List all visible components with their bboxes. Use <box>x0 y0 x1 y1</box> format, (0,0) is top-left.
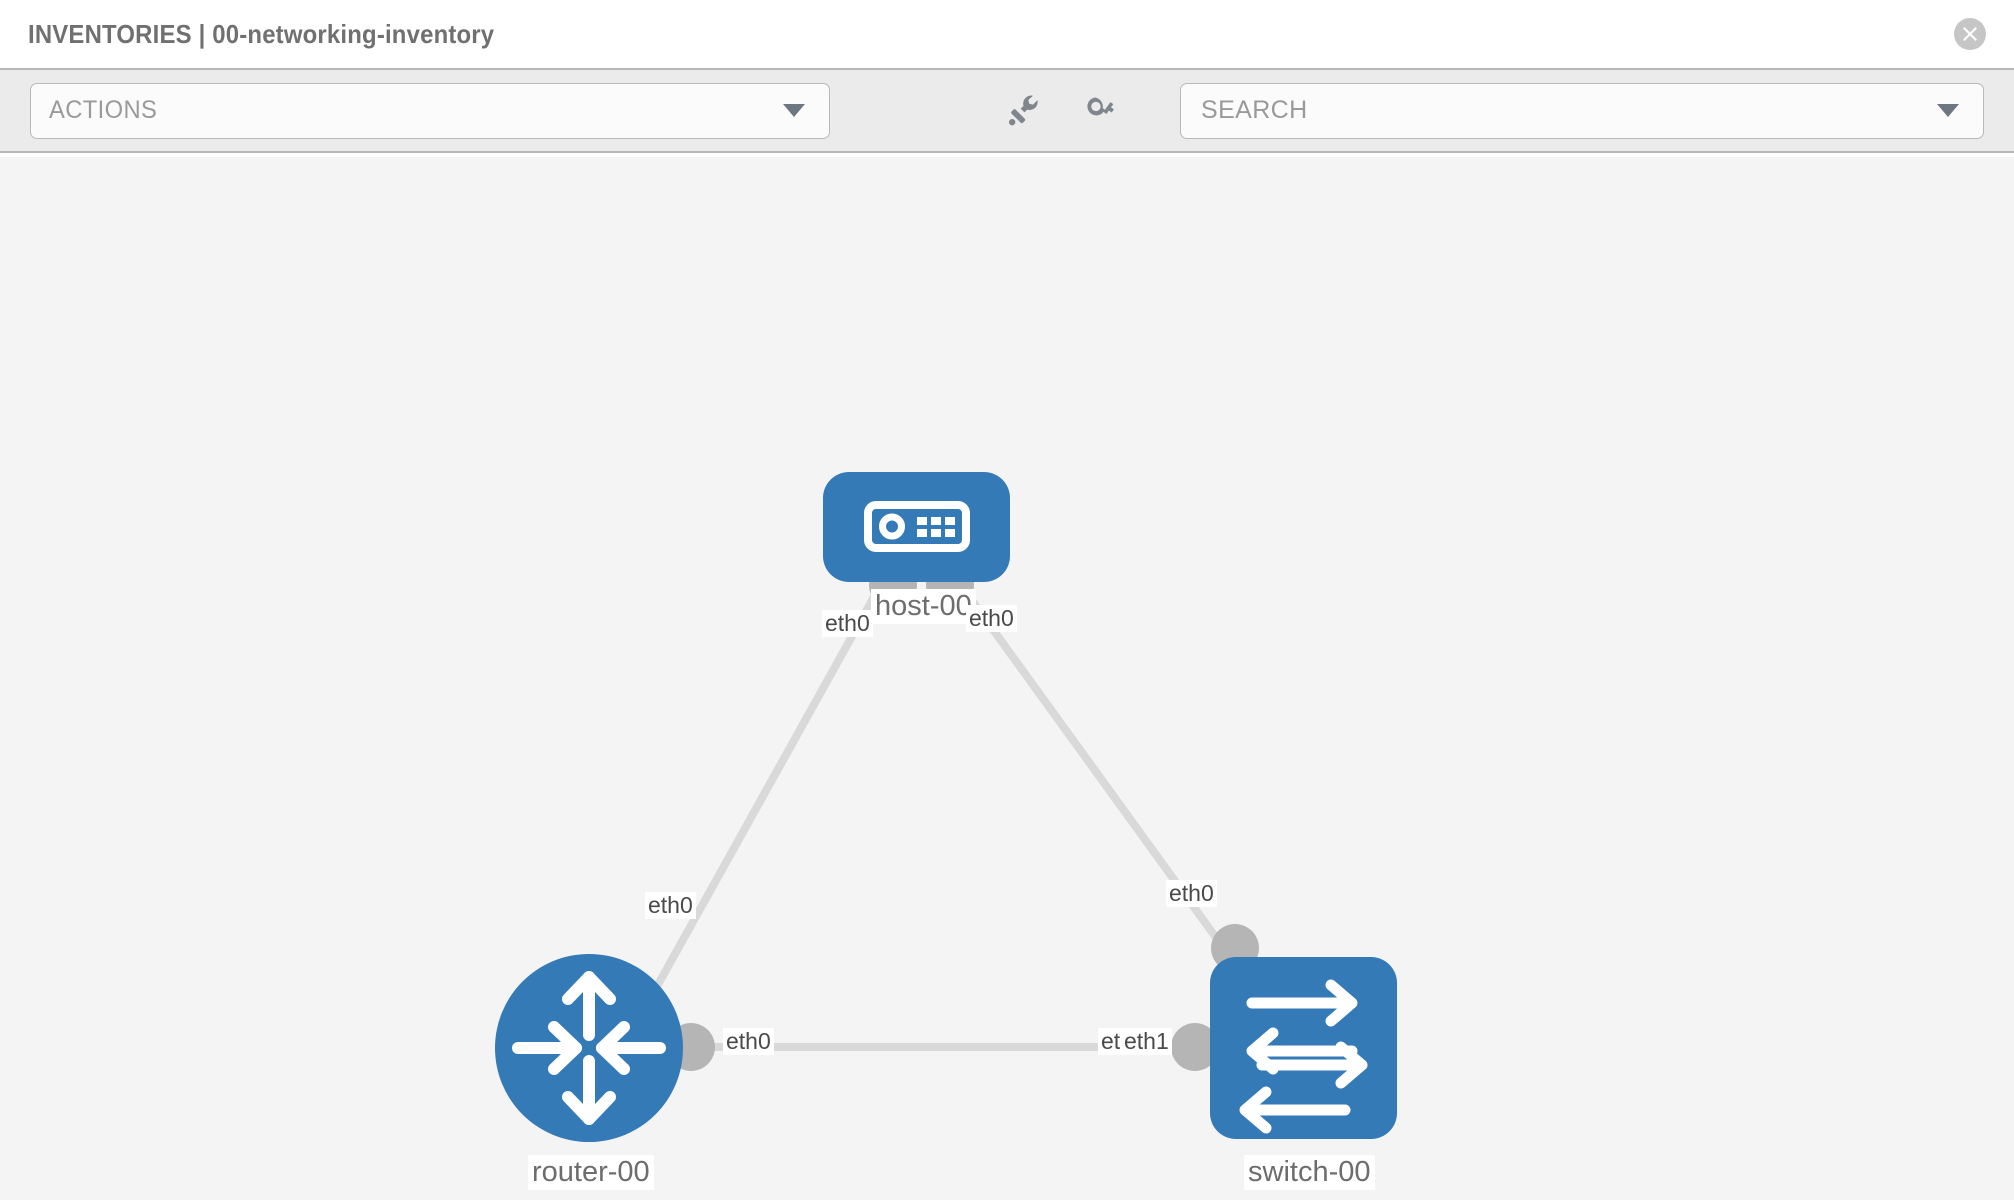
page-header: INVENTORIES | 00-networking-inventory <box>0 0 2014 68</box>
node-label-switch-00: switch-00 <box>1244 1155 1375 1190</box>
interface-label-router-host: eth0 <box>645 892 696 919</box>
topology-canvas[interactable]: host-00 router-00 switch-00 eth0 eth0 et… <box>0 157 2014 1200</box>
interface-label-router-switch: eth0 <box>723 1028 774 1055</box>
wrench-icon[interactable] <box>1005 91 1045 131</box>
switch-arrows-icon <box>1239 979 1368 1134</box>
node-label-host-00: host-00 <box>871 589 976 624</box>
chevron-down-icon <box>783 104 805 117</box>
search-input[interactable] <box>1199 95 1893 126</box>
node-label-router-00: router-00 <box>528 1155 654 1190</box>
interface-label-host-switch: eth0 <box>966 605 1017 632</box>
interface-handle[interactable] <box>1171 1023 1219 1071</box>
server-appliance-icon <box>864 501 970 552</box>
node-host-00[interactable] <box>823 472 1010 582</box>
link-group <box>636 574 1234 1051</box>
interface-label-switch-router: eth1 <box>1121 1028 1172 1055</box>
chevron-down-icon[interactable] <box>1937 104 1959 117</box>
topology-graph <box>495 472 1397 1142</box>
close-button[interactable] <box>1954 18 1986 50</box>
toolbar: ACTIONS <box>0 68 2014 153</box>
interface-label-switch-host: eth0 <box>1166 880 1217 907</box>
node-router-00[interactable] <box>495 954 683 1142</box>
page-title: INVENTORIES | 00-networking-inventory <box>28 18 495 49</box>
interface-label-host-router: eth0 <box>822 610 873 637</box>
actions-dropdown-label: ACTIONS <box>49 96 158 124</box>
actions-dropdown[interactable]: ACTIONS <box>30 82 830 139</box>
link-host-router[interactable] <box>636 575 889 1019</box>
search-field[interactable] <box>1180 82 1984 139</box>
close-circle-icon <box>1963 27 1977 41</box>
node-switch-00[interactable] <box>1210 957 1397 1139</box>
router-arrows-icon <box>512 971 666 1125</box>
key-icon[interactable] <box>1083 91 1123 131</box>
toolbar-icon-group <box>1005 91 1123 131</box>
